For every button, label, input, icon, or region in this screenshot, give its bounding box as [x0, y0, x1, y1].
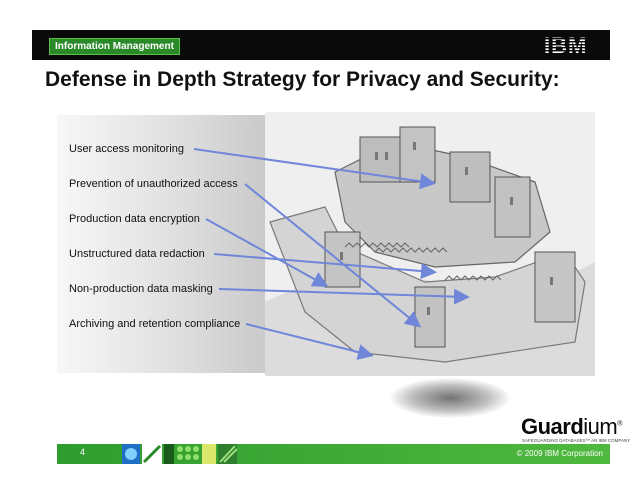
item-production-data-encryption: Production data encryption: [69, 213, 200, 225]
drop-shadow: [390, 378, 510, 418]
guardium-subtitle: SAFEGUARDING DATABASES™ AN IBM COMPANY: [522, 438, 631, 443]
item-archiving-and-retention-compliance: Archiving and retention compliance: [69, 318, 241, 330]
item-prevention-of-unauthorized-access: Prevention of unauthorized access: [69, 178, 238, 190]
header-bar: Information Management IBM: [32, 30, 610, 60]
registered-mark: ®: [617, 420, 622, 428]
slide-title: Defense in Depth Strategy for Privacy an…: [45, 68, 560, 91]
page-number: 4: [80, 447, 86, 457]
item-unstructured-data-redaction: Unstructured data redaction: [69, 248, 205, 260]
item-non-production-data-masking: Non-production data masking: [69, 283, 213, 295]
information-management-tag: Information Management: [49, 38, 180, 55]
copyright-text: © 2009 IBM Corporation: [516, 449, 603, 458]
item-user-access-monitoring: User access monitoring: [69, 143, 184, 155]
guardium-name-light: ium: [583, 414, 618, 439]
ibm-logo: IBM: [544, 33, 592, 57]
footer-decorative-tiles: [122, 444, 237, 464]
guardium-name-bold: Guard: [521, 414, 584, 439]
castle-drawing: [265, 112, 595, 376]
castle-fortress-illustration: [265, 112, 595, 376]
guardium-logo: Guardium®: [521, 414, 622, 440]
